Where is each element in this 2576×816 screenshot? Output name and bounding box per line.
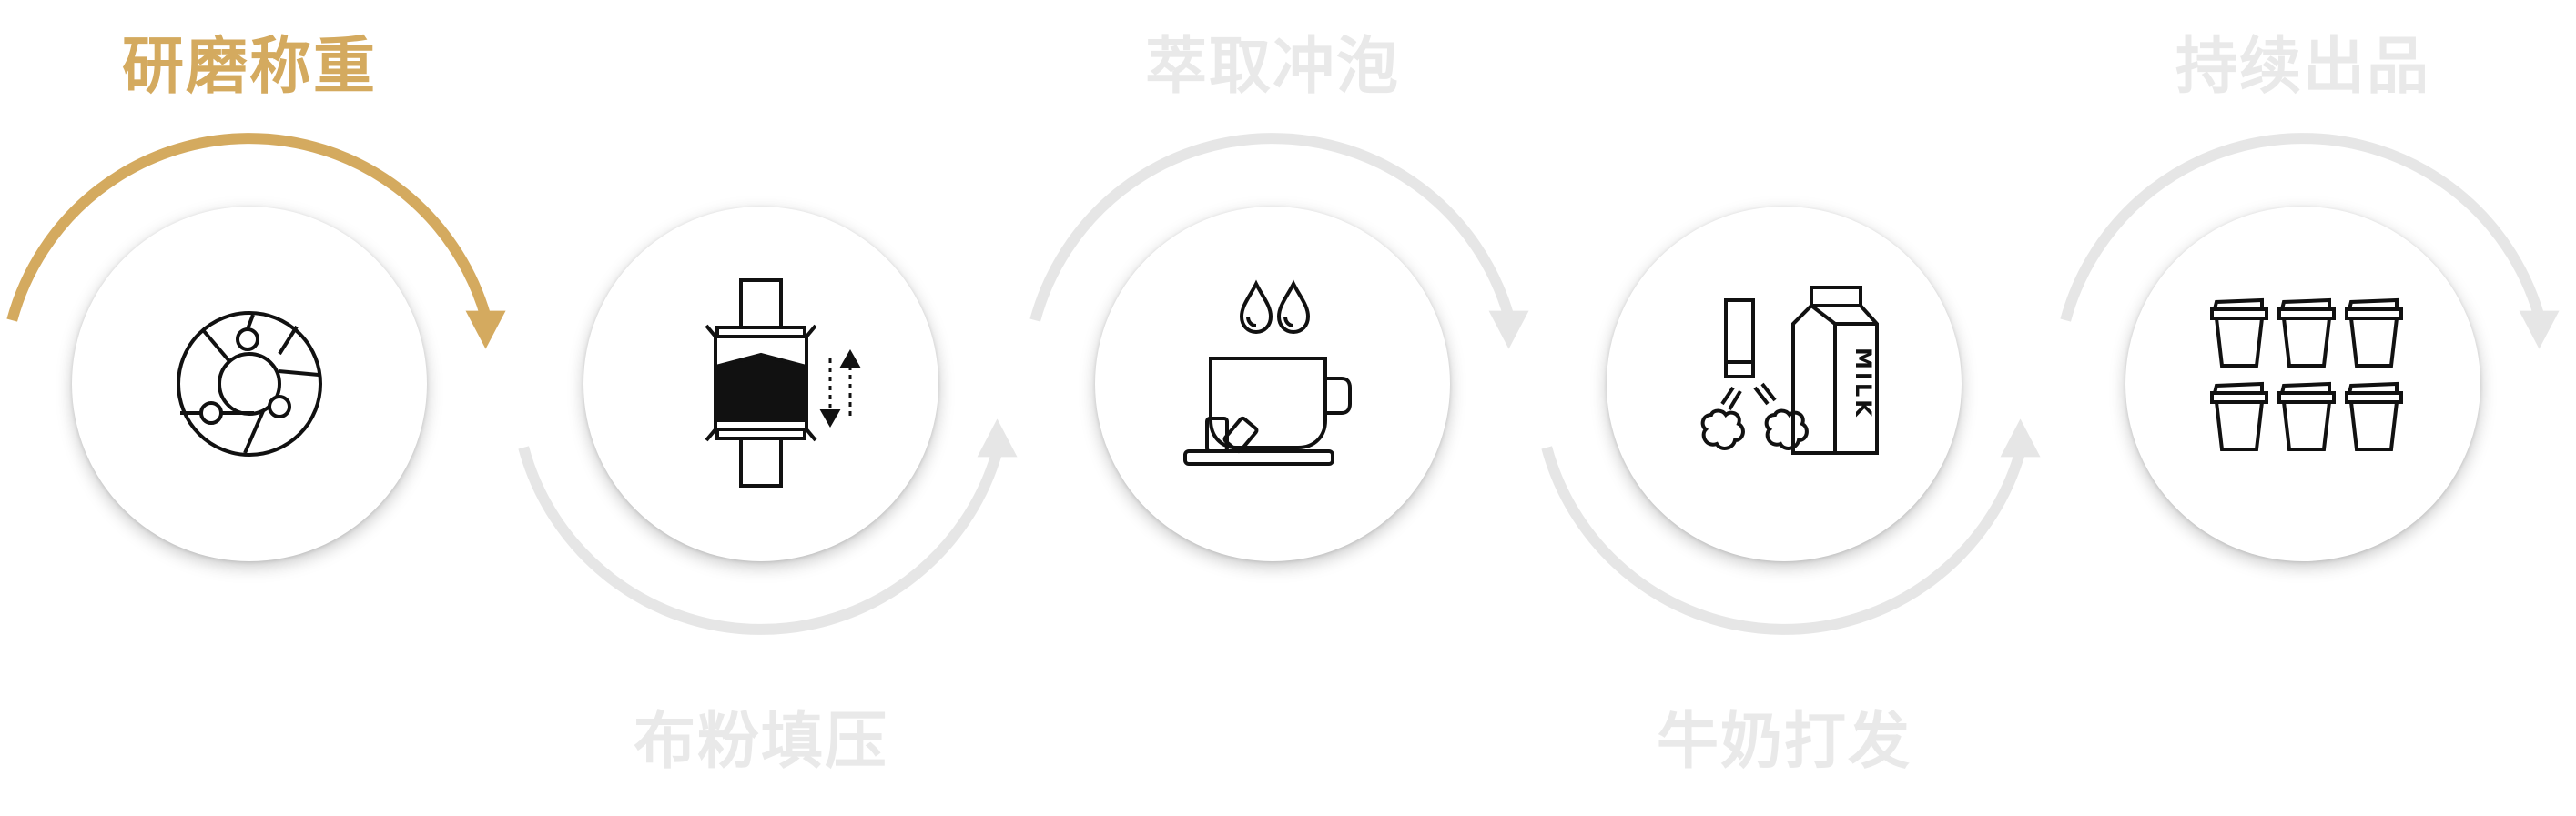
step-title-brew: 萃取冲泡 [1144, 31, 1400, 103]
arc-connector [6, 133, 492, 322]
step-circle-tamp[interactable] [583, 207, 938, 561]
arrowhead-icon [465, 310, 506, 349]
step-title-serve: 持续出品 [2175, 31, 2430, 103]
arc-connector [518, 446, 1003, 635]
grinder-burr-icon [177, 311, 322, 457]
arrowhead-icon [977, 418, 1018, 458]
cups-row-icon [2210, 297, 2403, 451]
step-title-grind: 研磨称重 [121, 31, 377, 103]
coffee-cup-drops-icon [1183, 279, 1352, 466]
step-circle-froth[interactable]: MILK [1607, 207, 1962, 561]
step-circle-brew[interactable] [1095, 207, 1450, 561]
arrowhead-icon [1488, 310, 1529, 349]
milk-carton-label: MILK [1851, 348, 1876, 419]
step-title-tamp: 布粉填压 [633, 706, 888, 778]
arrowhead-icon [2519, 310, 2560, 349]
step-title-froth: 牛奶打发 [1656, 706, 1912, 778]
arc-connector [1541, 446, 2026, 635]
arc-connector [2060, 133, 2545, 322]
step-circle-serve[interactable] [2125, 207, 2480, 561]
tamper-press-icon [705, 278, 861, 488]
arc-connector [1029, 133, 1515, 322]
milk-frothing-icon: MILK [1700, 286, 1879, 455]
arrowhead-icon [2000, 418, 2041, 458]
step-circle-grind[interactable] [72, 207, 427, 561]
